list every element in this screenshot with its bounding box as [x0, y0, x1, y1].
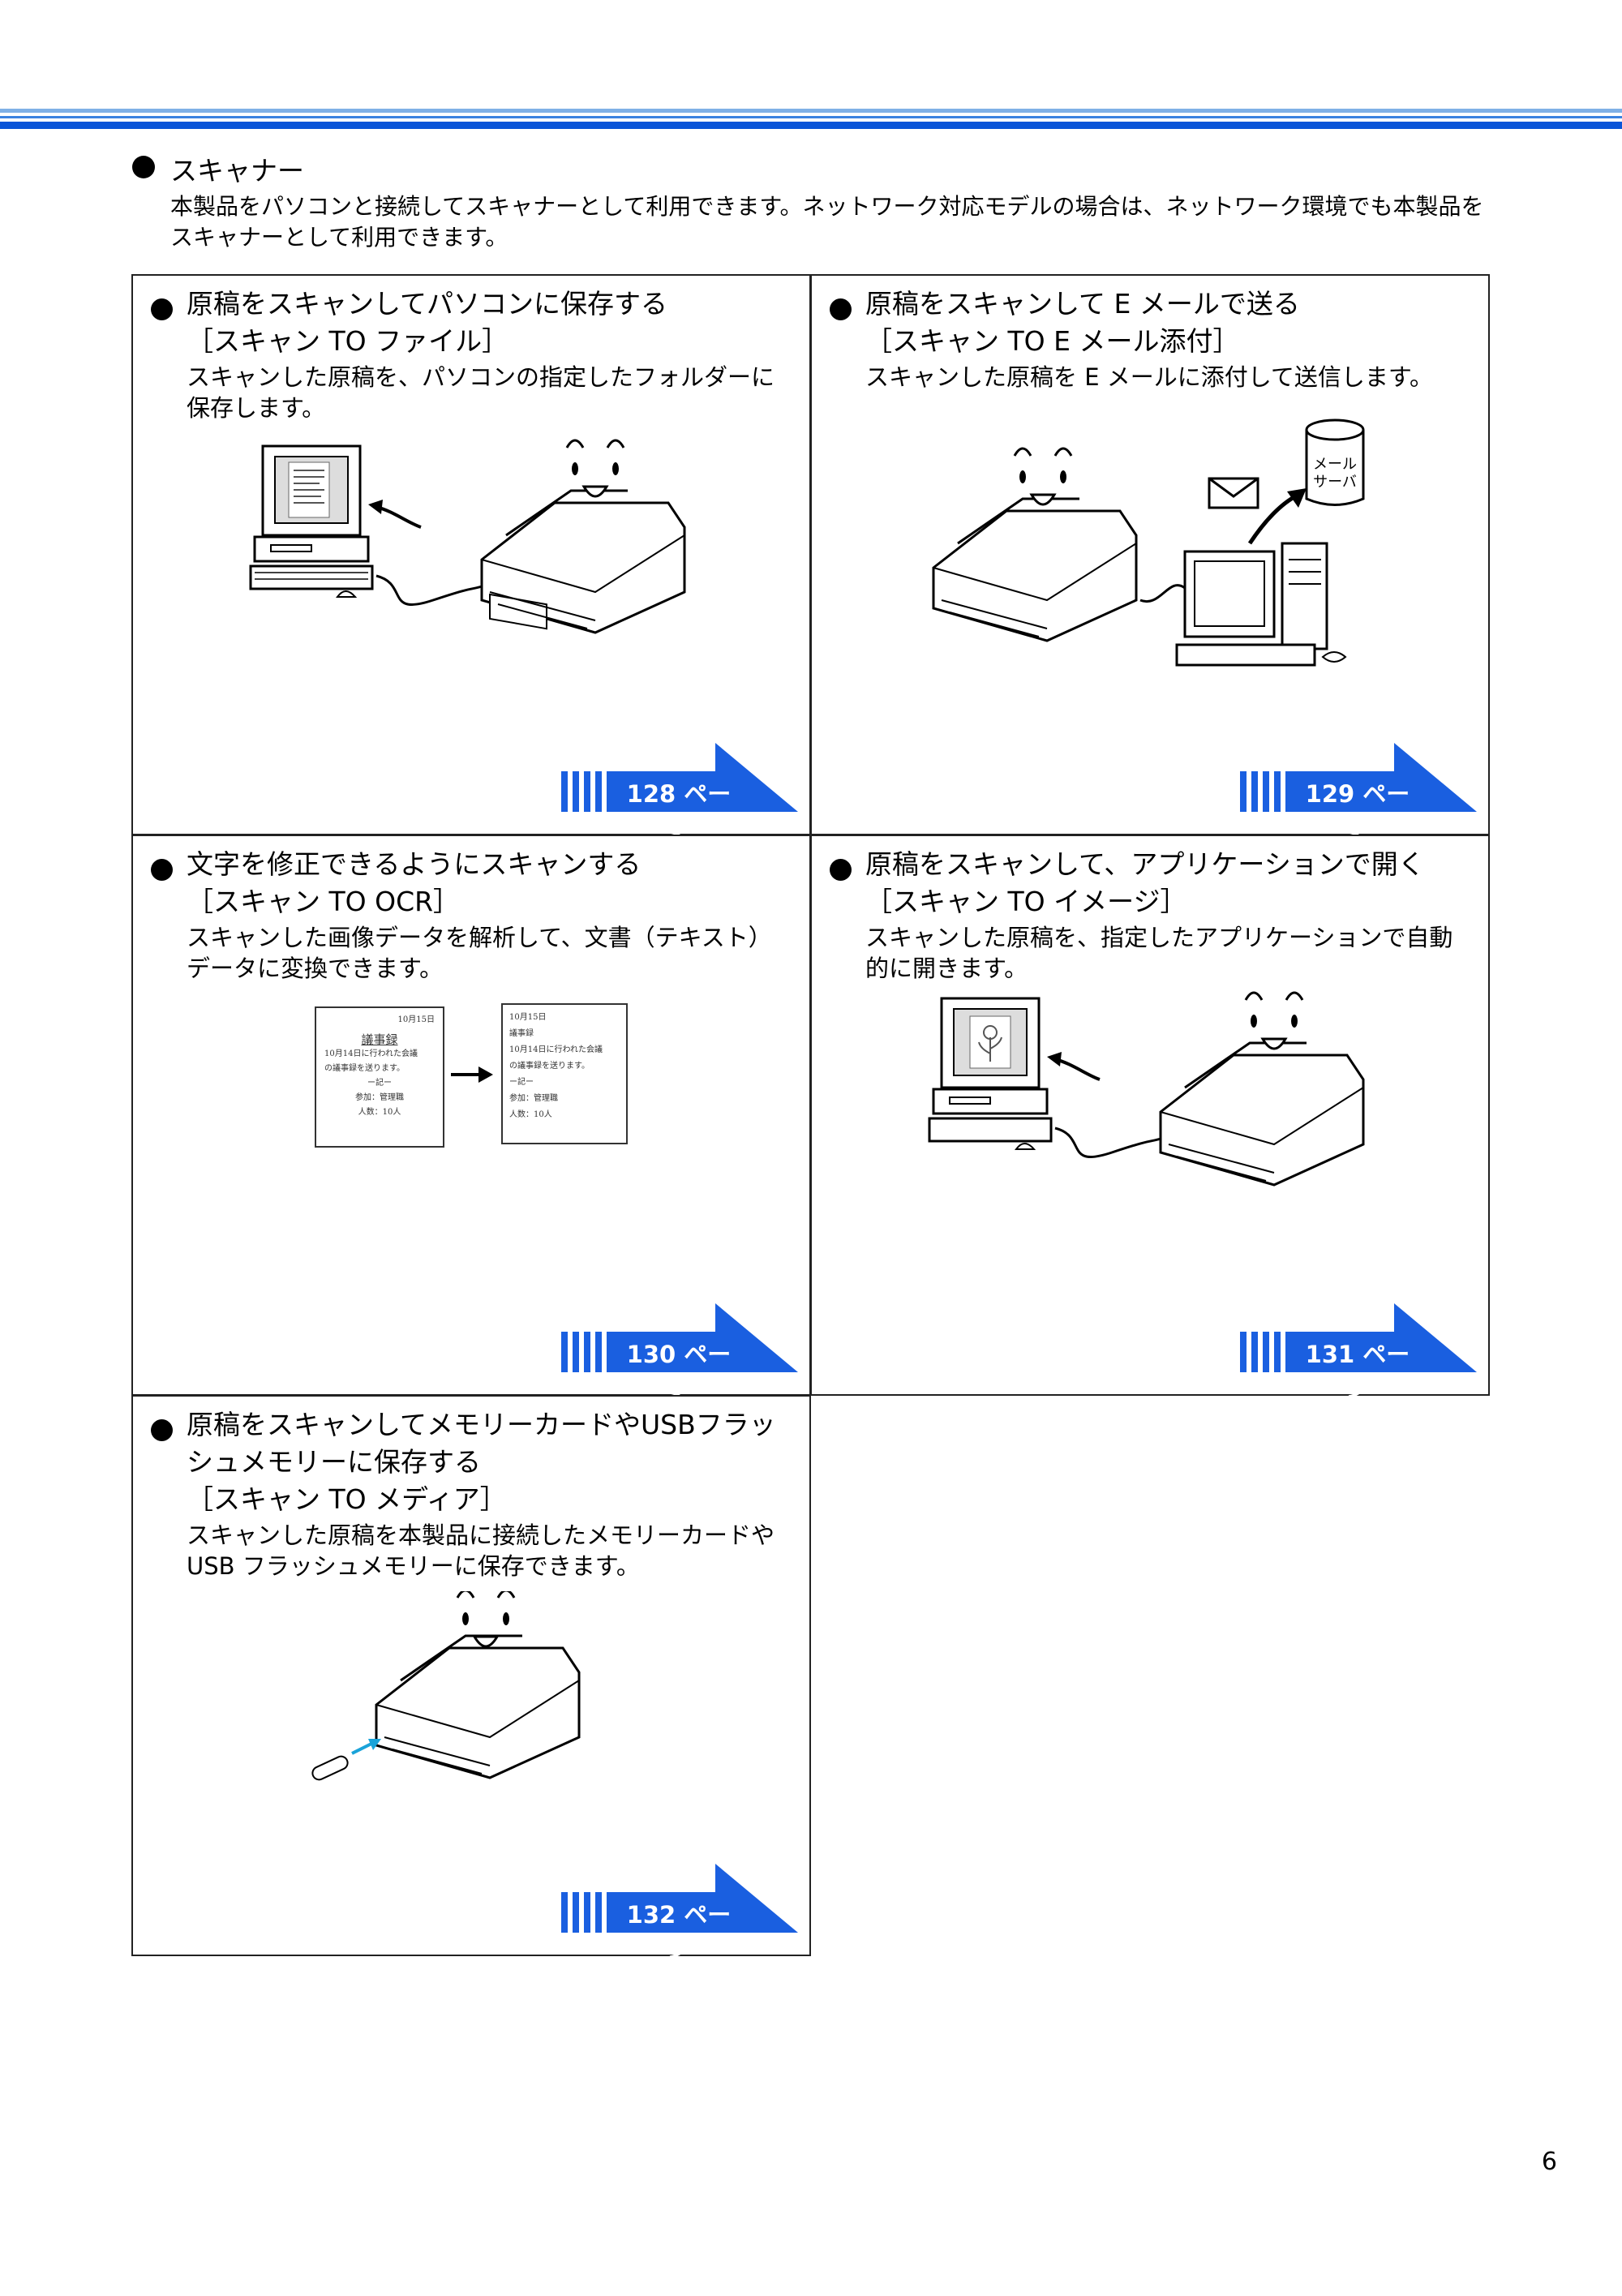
scan-to-email-icon [932, 418, 1365, 667]
bullet-icon [151, 298, 173, 320]
card-title: 原稿をスキャンして、アプリケーションで開く ［スキャン TO イメージ］ [865, 846, 1474, 921]
doc-line2: の議事録を送ります。 [509, 1062, 590, 1071]
card-title: 文字を修正できるようにスキャンする ［スキャン TO OCR］ [187, 846, 795, 921]
scan-to-media-icon [311, 1589, 581, 1781]
page-reference-link[interactable]: 130 ページ [561, 1303, 805, 1402]
card-description: スキャンした原稿を、パソコンの指定したフォルダーに保存します。 [187, 363, 775, 422]
feature-card-scan-to-media: 原稿をスキャンしてメモリーカードやUSBフラッシュメモリーに保存する ［スキャン… [131, 1395, 811, 1963]
page-reference-link[interactable]: 129 ページ [1240, 743, 1483, 842]
server-label-line2: サーバ [1313, 474, 1357, 491]
pc-and-printer-illustration [925, 990, 1380, 1229]
card-title-line2: ［スキャン TO メディア］ [187, 1483, 507, 1515]
page-label: 130 ページ [626, 1341, 732, 1402]
converted-text-document: 10月15日 議事録 10月14日に行われた会議 の議事録を送ります。 ー記ー … [501, 1003, 628, 1144]
card-title: 原稿をスキャンして E メールで送る ［スキャン TO E メール添付］ [865, 285, 1474, 360]
doc-line3: ー記ー [509, 1078, 534, 1087]
card-title-line2: ［スキャン TO イメージ］ [865, 886, 1187, 917]
doc-line1: 10月14日に行われた会議 [324, 1049, 418, 1058]
bullet-icon [151, 859, 173, 881]
page-label: 128 ページ [626, 780, 732, 842]
card-title-line1: 原稿をスキャンして E メールで送る [865, 288, 1300, 320]
card-title-line2: ［スキャン TO E メール添付］ [865, 325, 1240, 357]
doc-line4: 参加：管理職 [509, 1094, 558, 1103]
card-description: スキャンした画像データを解析して、文書（テキスト）データに変換できます。 [187, 924, 772, 982]
card-description: スキャンした原稿を E メールに添付して送信します。 [865, 363, 1433, 391]
arrow-right-icon [451, 1066, 493, 1083]
doc-line5: 人数：10人 [358, 1108, 401, 1117]
page-reference-link[interactable]: 132 ページ [561, 1864, 805, 1963]
feature-card-scan-to-ocr: 文字を修正できるようにスキャンする ［スキャン TO OCR］ スキャンした画像… [131, 835, 811, 1402]
arrow-tag-icon [561, 743, 798, 812]
card-title-line1: 文字を修正できるようにスキャンする [187, 848, 642, 880]
arrow-tag-icon [1240, 1303, 1477, 1372]
arrow-tag-icon [561, 1303, 798, 1372]
header-rule-mid [0, 116, 1622, 118]
doc-line5: 人数：10人 [509, 1110, 552, 1119]
card-title-line1: 原稿をスキャンしてパソコンに保存する [187, 288, 668, 320]
email-scan-illustration: メール サーバ [925, 414, 1380, 676]
card-title: 原稿をスキャンしてメモリーカードやUSBフラッシュメモリーに保存する ［スキャン… [187, 1406, 795, 1518]
original-document: 10月15日 議事録 10月14日に行われた会議 の議事録を送ります。 ー記ー … [315, 1006, 444, 1148]
card-title-line1: 原稿をスキャンしてメモリーカードやUSBフラッシュメモリーに保存する [187, 1409, 776, 1478]
pc-and-printer-illustration [247, 430, 701, 660]
arrow-tag-icon [561, 1864, 798, 1933]
page-label: 131 ページ [1305, 1341, 1410, 1402]
scan-to-image-icon [928, 991, 1365, 1187]
doc-date: 10月15日 [397, 1015, 435, 1024]
card-title-line2: ［スキャン TO OCR］ [187, 886, 461, 917]
doc-line4: 参加：管理職 [355, 1093, 404, 1102]
header-rule-thick [0, 122, 1622, 129]
doc-line2: の議事録を送ります。 [324, 1064, 405, 1073]
section-title: スキャナー [170, 155, 304, 187]
feature-card-scan-to-image: 原稿をスキャンして、アプリケーションで開く ［スキャン TO イメージ］ スキャ… [810, 835, 1490, 1402]
feature-grid: 原稿をスキャンしてパソコンに保存する ［スキャン TO ファイル］ スキャンした… [131, 274, 1491, 1972]
header-rule-thin [0, 109, 1622, 113]
card-description: スキャンした原稿を本製品に接続したメモリーカードや USB フラッシュメモリーに… [187, 1521, 775, 1580]
doc-line3: ー記ー [367, 1079, 392, 1088]
page-reference-link[interactable]: 131 ページ [1240, 1303, 1483, 1402]
bullet-icon [830, 298, 852, 320]
card-description: スキャンした原稿を、指定したアプリケーションで自動的に開きます。 [865, 924, 1453, 982]
section-bullet-icon [132, 156, 155, 178]
page-label: 132 ページ [626, 1901, 732, 1963]
printer-and-usb-illustration [311, 1589, 636, 1805]
feature-card-scan-to-file: 原稿をスキャンしてパソコンに保存する ［スキャン TO ファイル］ スキャンした… [131, 274, 811, 842]
page-label: 129 ページ [1305, 780, 1410, 842]
page-number: 6 [1541, 2148, 1557, 2176]
card-title: 原稿をスキャンしてパソコンに保存する ［スキャン TO ファイル］ [187, 285, 795, 360]
doc-heading: 議事録 [509, 1029, 534, 1038]
card-title-line1: 原稿をスキャンして、アプリケーションで開く [865, 848, 1425, 880]
card-title-line2: ［スキャン TO ファイル］ [187, 325, 509, 357]
arrow-tag-icon [1240, 743, 1477, 812]
section-description: 本製品をパソコンと接続してスキャナーとして利用できます。ネットワーク対応モデルの… [170, 193, 1484, 251]
mail-server-label: メール サーバ [1308, 456, 1362, 491]
bullet-icon [151, 1419, 173, 1441]
scan-to-pc-icon [249, 439, 686, 634]
doc-line1: 10月14日に行われた会議 [509, 1045, 603, 1054]
doc-date: 10月15日 [509, 1013, 547, 1022]
bullet-icon [830, 859, 852, 881]
page-reference-link[interactable]: 128 ページ [561, 743, 805, 842]
doc-heading: 議事録 [361, 1032, 398, 1047]
feature-card-scan-to-email: 原稿をスキャンして E メールで送る ［スキャン TO E メール添付］ スキャ… [810, 274, 1490, 842]
server-label-line1: メール [1313, 456, 1357, 473]
